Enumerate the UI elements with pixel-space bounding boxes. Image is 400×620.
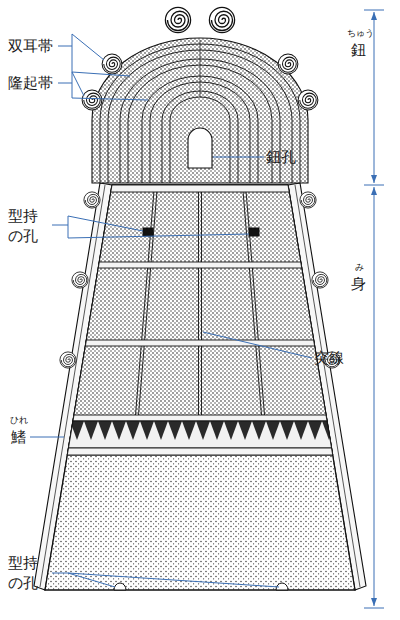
- handle: [92, 38, 308, 183]
- arch-line: [170, 97, 230, 183]
- raised-line: [243, 192, 264, 415]
- leader-line: [30, 437, 64, 438]
- part-label: 鰭: [11, 427, 26, 447]
- spiral-ornament: [82, 90, 102, 110]
- raised-band: [73, 415, 327, 421]
- leader-line: [52, 573, 279, 587]
- arch-line: [162, 91, 238, 183]
- handle-outline: [92, 38, 308, 183]
- sawtooth-band: [69, 421, 332, 448]
- bell-body: [45, 185, 355, 590]
- dimension-label: 鈕: [351, 40, 366, 60]
- raised-band: [98, 262, 301, 268]
- dimension-label: 身: [351, 274, 366, 294]
- raised-band: [111, 185, 289, 192]
- spiral-ornament: [60, 352, 76, 368]
- raised-line: [136, 192, 157, 415]
- dimension-tick: [364, 10, 384, 608]
- ruby-reading: ちゅう: [347, 28, 374, 39]
- mold-holes: [114, 228, 288, 590]
- spiral-ornament: [209, 7, 234, 32]
- leader-line: [52, 216, 249, 238]
- leader-line: [213, 157, 264, 158]
- dimension-lines: [364, 10, 384, 608]
- part-label: 双耳帯: [8, 36, 53, 56]
- part-label: 鈕孔: [266, 147, 296, 167]
- part-label: 型持 の孔: [8, 206, 44, 246]
- spiral-ornament: [72, 272, 88, 288]
- spiral-ornament: [300, 192, 316, 208]
- spiral-ornament: [278, 54, 298, 74]
- spiral-ornament: [84, 192, 100, 208]
- spiral-ornament: [165, 7, 190, 32]
- horizontal-bands: [67, 185, 332, 455]
- upper-panels: [67, 185, 332, 455]
- part-label: 型持 の孔: [8, 553, 44, 593]
- ruby-reading: み: [355, 262, 364, 273]
- leader-line: [58, 72, 148, 100]
- mold-hole: [143, 228, 153, 236]
- leader-line: [58, 34, 104, 96]
- vertical-lines: [136, 192, 265, 415]
- raised-line: [199, 192, 202, 415]
- spiral-ornament: [312, 272, 328, 288]
- raised-band: [67, 448, 332, 455]
- leader-line: [203, 332, 312, 358]
- arch-line: [200, 40, 201, 97]
- ear-spirals: [82, 7, 318, 109]
- leader-lines: [30, 34, 312, 587]
- dimension-arrow: [374, 187, 375, 606]
- part-label: 突線: [314, 348, 344, 368]
- ruby-reading: ひれ: [10, 415, 28, 426]
- arch-line: [150, 82, 250, 183]
- fins: [34, 183, 366, 590]
- mold-hole: [249, 228, 259, 236]
- spiral-ornament: [298, 90, 318, 110]
- raised-band: [85, 340, 314, 346]
- part-label: 隆起帯: [8, 73, 53, 93]
- spiral-ornament: [102, 54, 122, 74]
- mold-hole: [114, 583, 126, 590]
- handle-hole: [188, 128, 212, 168]
